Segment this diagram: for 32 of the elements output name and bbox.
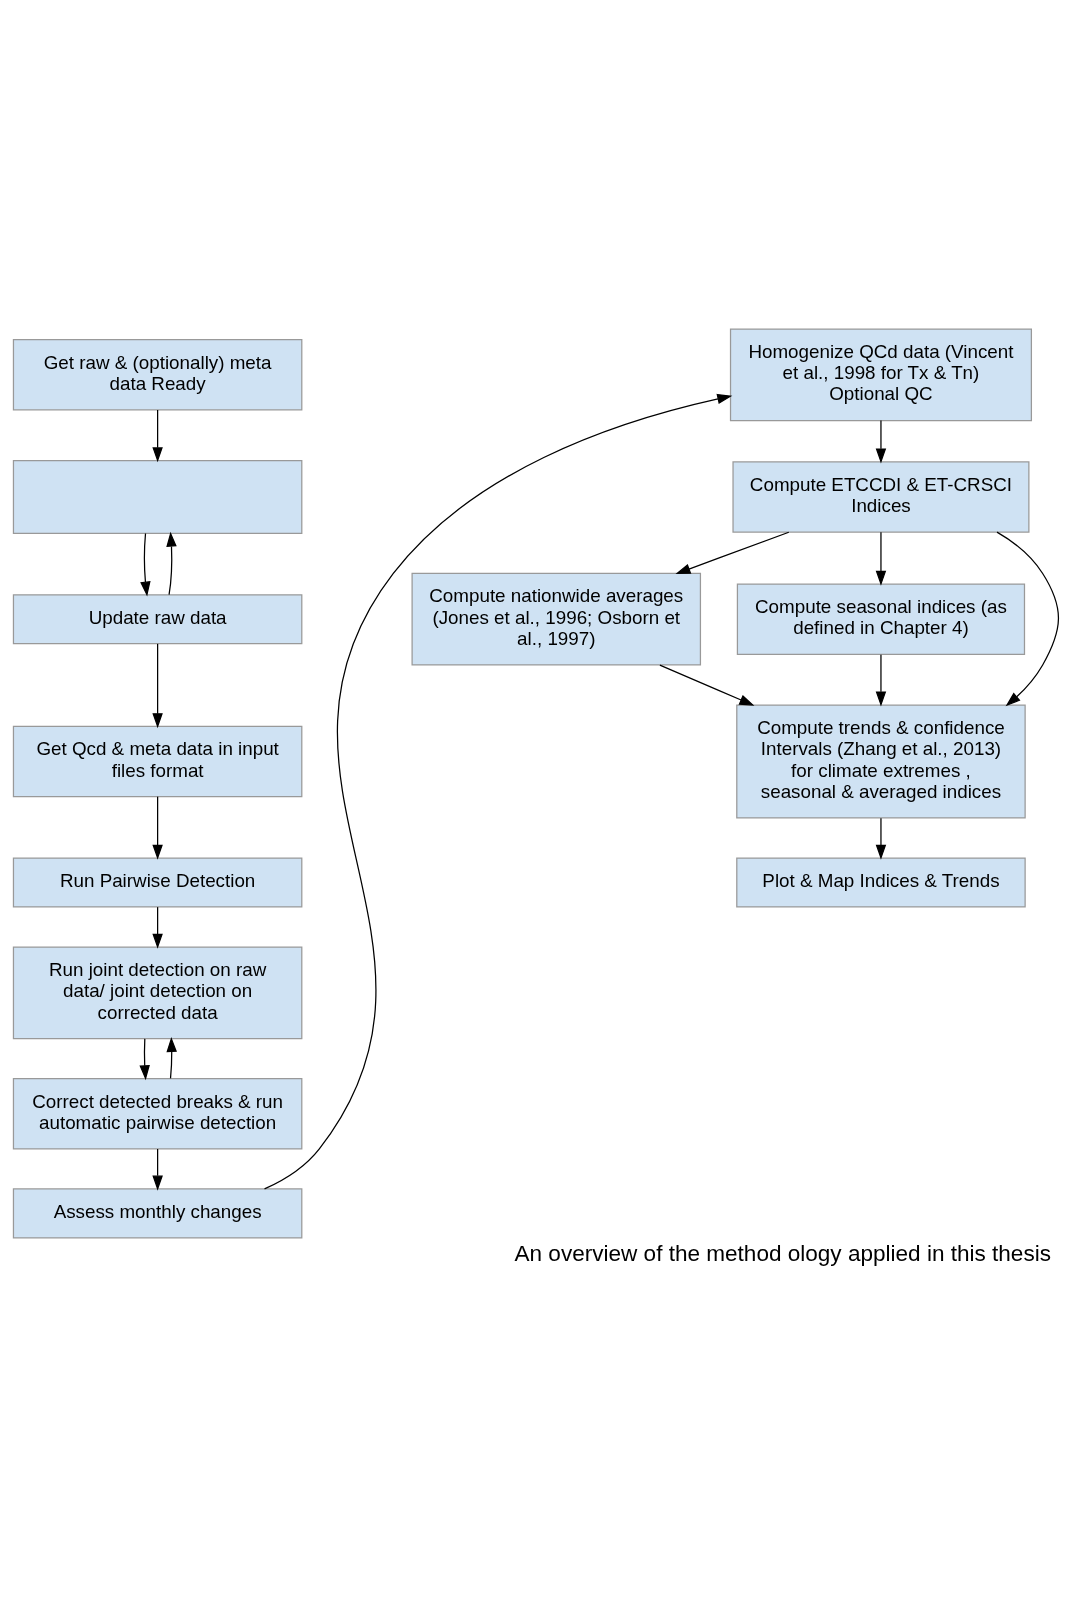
arrow bbox=[166, 531, 177, 595]
arrow bbox=[875, 419, 887, 463]
caption: An overview of the method ology applied in this thesis bbox=[514, 1240, 1051, 1266]
arrow bbox=[152, 408, 163, 462]
arrow bbox=[152, 1147, 163, 1191]
node-box: Compute ETCCDI & ET-CRSCI Indices bbox=[732, 460, 1030, 533]
node-box: Plot & Map Indices & Trends bbox=[736, 856, 1026, 908]
node-box: Update raw data bbox=[12, 593, 303, 644]
node-box: Compute trends & confidence Intervals (Zhang et al., 2013) for climate extremes , seasonal & averaged indices bbox=[736, 703, 1026, 819]
node-box: Run Pairwise Detection bbox=[12, 856, 303, 908]
node-box: Get raw & (optionally) meta data Ready bbox=[12, 338, 303, 410]
arrow bbox=[152, 795, 163, 860]
node-box: Compute seasonal indices (as defined in Chapter 4) bbox=[736, 583, 1026, 655]
node-box: Run joint detection on raw data/ joint detection on corrected data bbox=[12, 945, 303, 1039]
arrow bbox=[139, 1037, 150, 1080]
node-box: Assess monthly changes bbox=[12, 1187, 303, 1238]
arrow bbox=[996, 531, 1060, 706]
node-box: Get Qcd & meta data in input files format bbox=[12, 725, 303, 797]
arrow bbox=[875, 653, 887, 707]
arrow bbox=[875, 531, 887, 586]
arrow bbox=[152, 642, 163, 728]
arrow bbox=[875, 817, 887, 860]
arrow bbox=[140, 532, 151, 597]
arrow bbox=[263, 393, 733, 1190]
arrow bbox=[166, 1036, 177, 1079]
node-box: Compute nationwide averages (Jones et al., 1996; Osborn et al., 1997) bbox=[411, 572, 702, 666]
node-box: Correct detected breaks & run automatic pairwise detection bbox=[12, 1077, 303, 1149]
node-box: Homogenize QCd data (Vincent et al., 1998 for Tx & Tn) Optional QC bbox=[729, 327, 1032, 421]
node-box bbox=[12, 459, 303, 534]
arrow bbox=[659, 663, 755, 706]
arrow bbox=[675, 531, 790, 574]
arrow bbox=[152, 906, 163, 949]
